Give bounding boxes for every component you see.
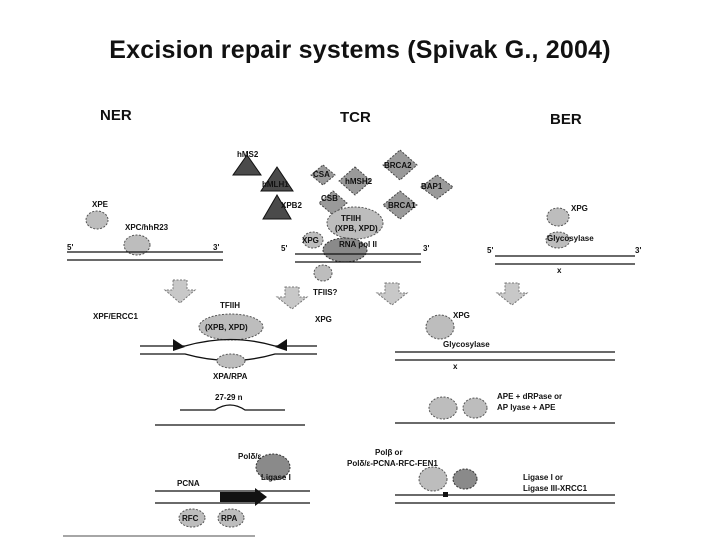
label-brca2: BRCA2 bbox=[384, 161, 412, 170]
label-xpg-tcr: XPG bbox=[302, 236, 319, 245]
label-pol-de: Polδ/ε bbox=[238, 452, 262, 461]
hms2-triangle bbox=[232, 154, 262, 176]
header-ber: BER bbox=[550, 111, 582, 128]
xpc-protein bbox=[123, 234, 151, 256]
ber-patch-mark bbox=[443, 492, 448, 497]
label-xpg-ner: XPG bbox=[315, 315, 332, 324]
tfiih-tcr-protein bbox=[326, 206, 384, 240]
label-xpg-ber: XPG bbox=[571, 204, 588, 213]
synthesis-arrow bbox=[220, 488, 267, 506]
label-xpb-xpd-tcr: (XPB, XPD) bbox=[335, 224, 378, 233]
brca2-diamond bbox=[382, 149, 418, 181]
label-xpe: XPE bbox=[92, 200, 109, 209]
csa-diamond bbox=[310, 164, 336, 186]
label-xpc-hhr23: XPC/hhR23 bbox=[125, 223, 169, 232]
xpb2-triangle bbox=[262, 194, 292, 220]
label-ap-lyase-step: AP lyase + APE bbox=[497, 403, 556, 412]
pol-beta-protein bbox=[418, 466, 448, 492]
label-oligo-size: 27-29 n bbox=[215, 393, 243, 402]
arrow-ber-down bbox=[495, 282, 529, 306]
ber-strand-5-end: 5' bbox=[487, 246, 493, 255]
label-ligase1: Ligase I bbox=[261, 473, 291, 482]
glycosylase-top-protein bbox=[545, 231, 571, 249]
excision-repair-diagram: NER TCR BER XPE XPC/hhR23 5' 3' hMS2 hML… bbox=[63, 107, 641, 537]
xpa-rpa-protein bbox=[216, 353, 246, 369]
label-xpb2: XPB2 bbox=[281, 201, 302, 210]
brca1-diamond bbox=[382, 190, 418, 220]
arrow-tcr-down bbox=[375, 282, 409, 306]
label-ligase3: Ligase III-XRCC1 bbox=[523, 484, 588, 493]
arrow-ner-down bbox=[163, 279, 197, 304]
xpg-tcr-protein bbox=[302, 231, 324, 249]
rna-pol-ii-protein bbox=[322, 237, 368, 263]
xpg-ber-protein bbox=[546, 207, 570, 227]
label-pol-ner: Polδ/ε-PCNA-RFC-FEN1 bbox=[347, 459, 438, 468]
label-hms2: hMS2 bbox=[237, 150, 259, 159]
slide-title: Excision repair systems (Spivak G., 2004… bbox=[109, 36, 611, 64]
label-xpb-xpd-ner: (XPB, XPD) bbox=[205, 323, 248, 332]
label-pol-beta: Polβ or bbox=[375, 448, 403, 457]
header-ner: NER bbox=[100, 107, 132, 124]
label-brca1: BRCA1 bbox=[388, 201, 416, 210]
label-tfiis: TFIIS? bbox=[313, 288, 338, 297]
header-tcr: TCR bbox=[340, 109, 371, 126]
label-tfiih-ner: TFIIH bbox=[220, 301, 240, 310]
label-hmlh1: hMLH1 bbox=[262, 180, 289, 189]
bap1-diamond bbox=[420, 174, 454, 200]
label-pcna: PCNA bbox=[177, 479, 200, 488]
ligase-complex-protein bbox=[452, 468, 478, 490]
xpg-mid-protein bbox=[425, 314, 455, 340]
label-xpf-ercc1: XPF/ERCC1 bbox=[93, 312, 138, 321]
ner-strand-5-end: 5' bbox=[67, 243, 73, 252]
ber-mid-damage-mark: x bbox=[453, 362, 458, 371]
label-rpa: RPA bbox=[221, 514, 238, 523]
label-xpg-mid: XPG bbox=[453, 311, 470, 320]
lyase-protein bbox=[462, 397, 488, 419]
ner-incision-strand-top bbox=[140, 338, 317, 347]
label-ligase-or: Ligase I or bbox=[523, 473, 563, 482]
ner-strand-3-end: 3' bbox=[213, 243, 219, 252]
ber-strand-3-end: 3' bbox=[635, 246, 641, 255]
ape-protein bbox=[428, 396, 458, 420]
label-hmsh2: hMSH2 bbox=[345, 177, 373, 186]
label-ape-step: APE + dRPase or bbox=[497, 392, 562, 401]
label-glycosylase-top: Glycosylase bbox=[547, 234, 594, 243]
xpe-protein bbox=[85, 210, 109, 230]
label-tfiih-tcr: TFIIH bbox=[341, 214, 361, 223]
hmlh1-triangle bbox=[260, 166, 294, 192]
tcr-strand-5-end: 5' bbox=[281, 244, 287, 253]
label-glycosylase-mid: Glycosylase bbox=[443, 340, 490, 349]
pol-de-protein bbox=[255, 453, 291, 481]
label-csb: CSB bbox=[321, 194, 338, 203]
arrow-tcr-left bbox=[275, 286, 309, 310]
label-csa: CSA bbox=[313, 170, 330, 179]
label-rfc: RFC bbox=[182, 514, 199, 523]
rfc-protein bbox=[178, 508, 206, 528]
label-bap1: BAP1 bbox=[421, 182, 443, 191]
excised-oligo bbox=[180, 404, 285, 411]
hmsh2-diamond bbox=[338, 166, 372, 196]
rpa-protein bbox=[217, 508, 245, 528]
label-rna-pol-ii: RNA pol II bbox=[339, 240, 377, 249]
tcr-strand-3-end: 3' bbox=[423, 244, 429, 253]
xpf-cut-arrow bbox=[173, 339, 185, 351]
label-xpa-rpa: XPA/RPA bbox=[213, 372, 248, 381]
tfiis-protein bbox=[313, 264, 333, 282]
xpg-cut-arrow bbox=[275, 339, 287, 351]
ber-damage-mark: x bbox=[557, 266, 562, 275]
